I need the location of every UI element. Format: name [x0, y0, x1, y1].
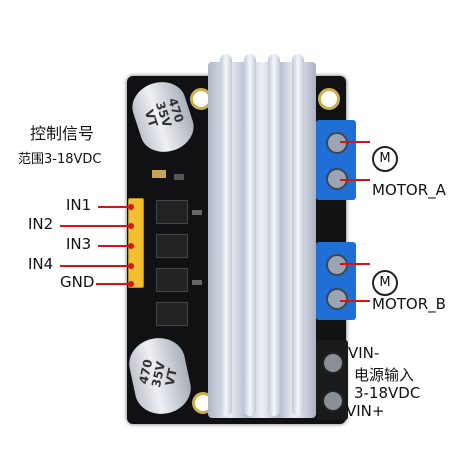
mounting-hole-top-right — [318, 88, 340, 110]
leader-line-in1 — [98, 206, 132, 208]
leader-line-motor-b-1 — [340, 263, 370, 265]
power-input-range: 3-18VDC — [354, 384, 421, 402]
screw-icon[interactable] — [326, 254, 348, 276]
terminal-motor-a[interactable] — [316, 120, 356, 200]
leader-line-in2 — [60, 225, 132, 227]
smd-components — [148, 170, 208, 330]
label-in3: IN3 — [66, 235, 92, 253]
control-signal-range: 范围3-18VDC — [18, 152, 102, 167]
label-motor-b: MOTOR_B — [372, 295, 446, 313]
label-vin-minus: VIN- — [348, 344, 380, 362]
leader-line-motor-b-2 — [340, 300, 370, 302]
label-gnd: GND — [60, 273, 95, 291]
label-in4: IN4 — [28, 255, 54, 273]
label-vin-plus: VIN+ — [346, 402, 385, 420]
screw-icon[interactable] — [326, 132, 348, 154]
power-input-title: 电源输入 — [354, 366, 415, 384]
leader-line-in3 — [98, 245, 132, 247]
leader-dot-in3 — [128, 243, 134, 249]
screw-icon[interactable] — [322, 390, 344, 412]
leader-line-motor-a-1 — [340, 141, 370, 143]
leader-dot-gnd — [128, 281, 134, 287]
leader-dot-in2 — [128, 223, 134, 229]
label-motor-a: MOTOR_A — [372, 181, 446, 199]
leader-dot-in1 — [128, 204, 134, 210]
label-in1: IN1 — [66, 196, 92, 214]
terminal-motor-b[interactable] — [316, 242, 356, 320]
leader-line-in4 — [60, 265, 132, 267]
control-signal-title: 控制信号 — [30, 124, 95, 143]
leader-line-gnd — [96, 283, 132, 285]
leader-line-motor-a-2 — [340, 179, 370, 181]
screw-icon[interactable] — [326, 288, 348, 310]
motor-a-icon: M — [372, 146, 398, 172]
heatsink — [208, 54, 316, 418]
motor-b-icon: M — [372, 270, 398, 296]
screw-icon[interactable] — [322, 352, 344, 374]
label-in2: IN2 — [28, 215, 54, 233]
terminal-power[interactable] — [316, 340, 348, 420]
leader-dot-in4 — [128, 263, 134, 269]
